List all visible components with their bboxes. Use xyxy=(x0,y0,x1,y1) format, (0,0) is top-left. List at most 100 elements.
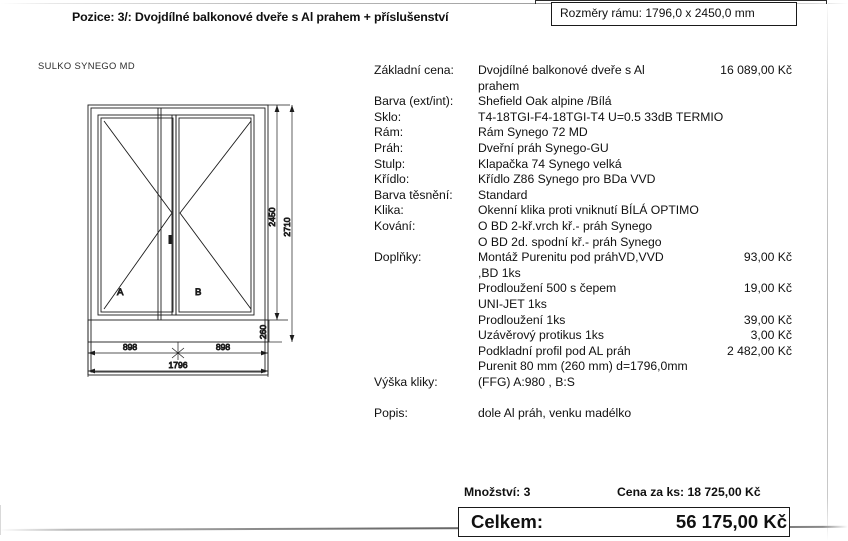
spec-row: Výška kliky: (FFG) A:980 , B:S xyxy=(374,375,844,391)
spec-value: Prodloužení 1ks xyxy=(478,312,566,327)
spec-row: Stulp: Klapačka 74 Synego velká xyxy=(374,157,844,173)
spec-value: (FFG) A:980 , B:S xyxy=(478,374,575,389)
spec-value: O BD 2-kř.vrch kř.- práh Synego xyxy=(478,218,653,233)
spec-price: 19,00 Kč xyxy=(743,281,792,296)
spec-label: Křídlo: xyxy=(374,172,410,187)
left-sash-frame xyxy=(97,114,177,316)
spec-value: Standard xyxy=(478,187,528,202)
dim-label-1796: 1796 xyxy=(168,360,187,370)
page-right-border xyxy=(827,0,828,541)
spec-row: O BD 2d. spodní kř.- práh Synego xyxy=(374,235,844,251)
spec-row: Barva (ext/int): Shefield Oak alpine /Bíl… xyxy=(374,94,844,110)
spec-row: Sklo: T4-18TGI-F4-18TGI-T4 U=0.5 33dB TER… xyxy=(374,110,844,126)
spec-value: Dvojdílné balkonové dveře s Al xyxy=(478,63,645,77)
spec-value: Purenit 80 mm (260 mm) d=1796,0mm xyxy=(478,359,688,374)
drawing-brand-label: SULKO SYNEGO MD xyxy=(38,60,135,71)
spec-value: dole Al práh, venku madélko xyxy=(478,406,632,421)
specification-list: Základní cena: Dvojdílné balkonové dveře … xyxy=(374,63,844,422)
spec-value: Rám Synego 72 MD xyxy=(478,125,588,140)
spec-row: Křídlo: Křídlo Z86 Synego pro BDa VVD xyxy=(374,172,844,188)
frame-dimensions-text: Rozměry rámu: 1796,0 x 2450,0 mm xyxy=(560,6,755,20)
spec-label: Kování: xyxy=(374,218,416,233)
page-left-border xyxy=(0,505,1,535)
outer-frame-inner xyxy=(90,107,266,373)
spec-value: T4-18TGI-F4-18TGI-T4 U=0.5 33dB TERMIO xyxy=(478,109,724,124)
right-sash-glass xyxy=(178,117,252,313)
right-sash-frame xyxy=(175,114,255,316)
spec-row: prahem xyxy=(374,79,844,95)
spec-value: Uzávěrový protikus 1ks xyxy=(478,328,604,343)
arrow-1796-left xyxy=(88,368,95,374)
spec-value: Shefield Oak alpine /Bílá xyxy=(478,94,612,109)
dim-label-898-left: 898 xyxy=(123,342,138,352)
spec-price: 2 482,00 Kč xyxy=(726,343,792,358)
spec-label: Výška kliky: xyxy=(374,374,438,389)
spec-label: Rám: xyxy=(374,125,404,140)
spec-value: Dveřní práh Synego-GU xyxy=(478,140,609,155)
spec-label: Popis: xyxy=(374,406,408,421)
header-box-stub xyxy=(535,0,827,4)
arrow-898-right xyxy=(261,350,268,356)
spec-row: Základní cena: Dvojdílné balkonové dveře … xyxy=(374,63,844,79)
arrow-2450-top xyxy=(274,105,280,112)
unit-price-label: Cena za ks: 18 725,00 Kč xyxy=(617,485,761,499)
spec-price: 3,00 Kč xyxy=(750,328,792,343)
spec-value: Klapačka 74 Synego velká xyxy=(478,156,622,171)
spec-row: Barva těsnění: Standard xyxy=(374,188,844,204)
arrow-2710-bot xyxy=(289,335,295,342)
dim-label-2450: 2450 xyxy=(267,207,277,226)
technical-drawing: SULKO SYNEGO MD A xyxy=(20,55,340,395)
spec-row: Purenit 80 mm (260 mm) d=1796,0mm xyxy=(374,359,844,375)
spec-row: Uzávěrový protikus 1ks 3,00 Kč xyxy=(374,328,844,344)
spec-value: Okenní klika proti vniknutí BÍLÁ OPTIMO xyxy=(478,203,699,218)
spec-row: UNI-JET 1ks xyxy=(374,297,844,313)
spec-row xyxy=(374,390,844,406)
spec-row: Prodloužení 500 s čepem 19,00 Kč xyxy=(374,281,844,297)
total-box: Celkem: 56 175,00 Kč xyxy=(458,507,790,537)
arrow-2710-top xyxy=(289,105,295,112)
spec-label: Stulp: xyxy=(374,156,406,171)
total-label: Celkem: xyxy=(471,511,543,532)
spec-row: Podkladní profil pod AL práh 2 482,00 Kč xyxy=(374,344,844,360)
left-sash-opening-symbol xyxy=(103,120,173,310)
spec-value: UNI-JET 1ks xyxy=(478,296,547,311)
spec-label: Sklo: xyxy=(374,109,402,124)
page-top-border xyxy=(0,3,848,4)
spec-row: ,BD 1ks xyxy=(374,266,844,282)
left-sash-glass xyxy=(100,117,174,313)
spec-label: Klika: xyxy=(374,203,404,218)
spec-row: Prodloužení 1ks 39,00 Kč xyxy=(374,313,844,329)
door-elevation-svg: A B 2450 260 2710 8 xyxy=(87,104,295,377)
spec-value: Montáž Purenitu pod práhVD,VVD xyxy=(478,250,664,265)
sash-label-b: B xyxy=(195,287,201,298)
dim-break-mark xyxy=(171,347,185,359)
spec-value: Podkladní profil pod AL práh xyxy=(478,343,631,358)
spec-value: Křídlo Z86 Synego pro BDa VVD xyxy=(478,172,656,187)
spec-price: 16 089,00 Kč xyxy=(720,63,792,77)
spec-price: 93,00 Kč xyxy=(743,250,792,265)
spec-row: Popis: dole Al práh, venku madélko xyxy=(374,406,844,422)
position-title: Pozice: 3/: Dvojdílné balkonové dveře s … xyxy=(72,10,449,24)
arrow-2450-bot xyxy=(274,313,280,320)
spec-value: O BD 2d. spodní kř.- práh Synego xyxy=(478,234,662,249)
sash-label-a: A xyxy=(117,287,124,298)
sill-block xyxy=(87,319,269,343)
spec-row: Kování: O BD 2-kř.vrch kř.- práh Synego xyxy=(374,219,844,235)
door-handle xyxy=(168,235,172,244)
dim-label-898-right: 898 xyxy=(216,342,231,352)
spec-value: prahem xyxy=(478,78,520,93)
spec-label: Barva těsnění: xyxy=(374,187,453,202)
arrow-1796-right xyxy=(261,368,268,374)
dim-label-260: 260 xyxy=(258,325,268,340)
total-value: 56 175,00 Kč xyxy=(675,511,787,532)
spec-value: ,BD 1ks xyxy=(478,265,521,280)
outer-frame xyxy=(87,104,269,376)
spec-label: Práh: xyxy=(374,140,404,155)
spec-label: Základní cena: xyxy=(374,63,454,77)
spec-label: Barva (ext/int): xyxy=(374,94,454,109)
spec-value: Prodloužení 500 s čepem xyxy=(478,281,617,296)
spec-row: Klika: Okenní klika proti vniknutí BÍLÁ O… xyxy=(374,203,844,219)
spec-label: Doplňky: xyxy=(374,250,422,265)
right-sash-opening-symbol xyxy=(179,120,252,310)
spec-price: 39,00 Kč xyxy=(743,312,792,327)
